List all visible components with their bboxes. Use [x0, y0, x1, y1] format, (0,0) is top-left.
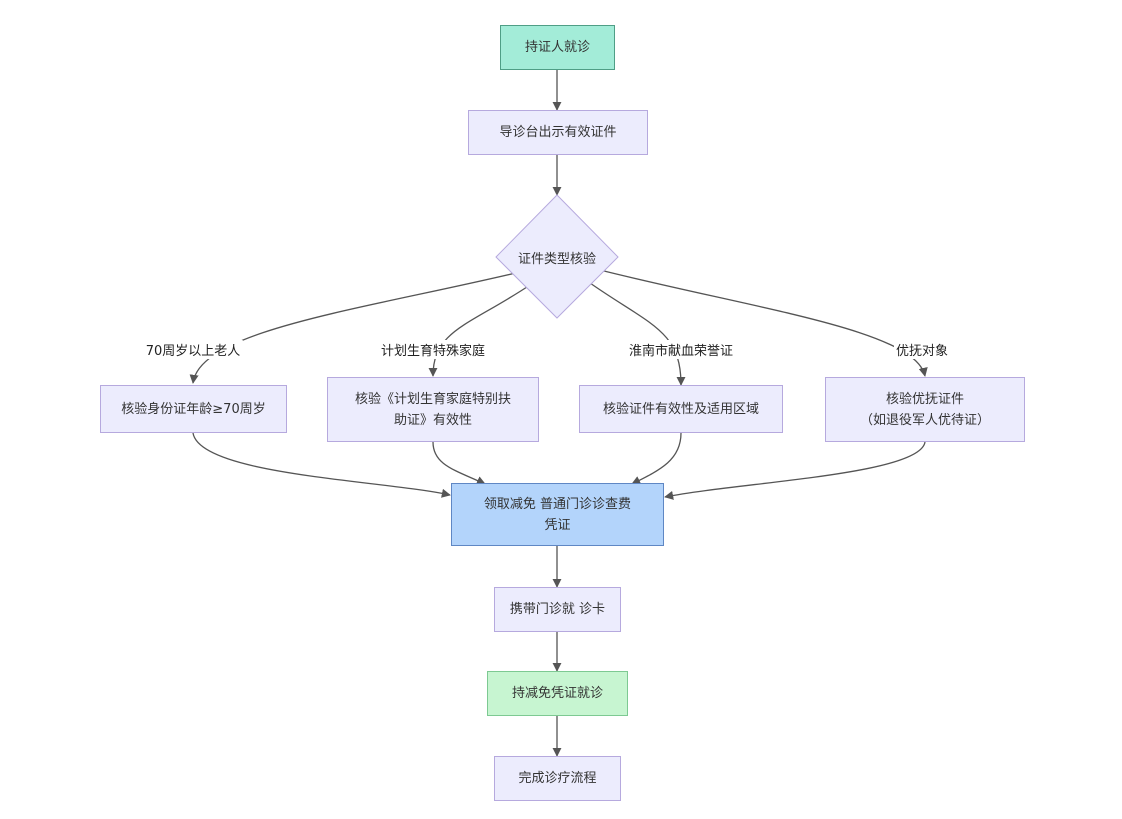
edge-label-family-planning: 计划生育特殊家庭 [378, 340, 488, 359]
edge-label-veteran: 优抚对象 [893, 340, 951, 359]
edge-label-blood-donor: 淮南市献血荣誉证 [626, 340, 736, 359]
edge-veteran-to-voucher [664, 441, 926, 500]
edge-family-to-voucher [432, 441, 486, 485]
edge-check-type-to-age [189, 271, 521, 384]
node-check-type: 证件类型核验 [517, 252, 596, 267]
node-bring-card: 携带门诊就 诊卡 [494, 587, 621, 632]
node-check-veteran: 核验优抚证件 （如退役军人优待证） [825, 377, 1025, 442]
node-check-family: 核验《计划生育家庭特别扶 助证》有效性 [327, 377, 539, 442]
node-check-age: 核验身份证年龄≥70周岁 [100, 385, 287, 433]
edge-check-type-to-donor [589, 282, 686, 386]
node-show-docs: 导诊台出示有效证件 [468, 110, 648, 155]
edge-label-elderly: 70周岁以上老人 [143, 340, 243, 359]
edge-age-to-voucher [192, 432, 451, 498]
decision-diamond [495, 194, 619, 319]
node-get-voucher: 领取减免 普通门诊诊查费 凭证 [451, 483, 664, 546]
node-finish: 完成诊疗流程 [494, 756, 621, 801]
edge-donor-to-voucher [631, 432, 682, 485]
node-start: 持证人就诊 [500, 25, 615, 70]
edge-check-type-to-family [428, 284, 531, 377]
edge-check-type-to-veteran [599, 269, 928, 377]
node-visit-with-voucher: 持减免凭证就诊 [487, 671, 628, 716]
node-check-donor: 核验证件有效性及适用区域 [579, 385, 783, 433]
